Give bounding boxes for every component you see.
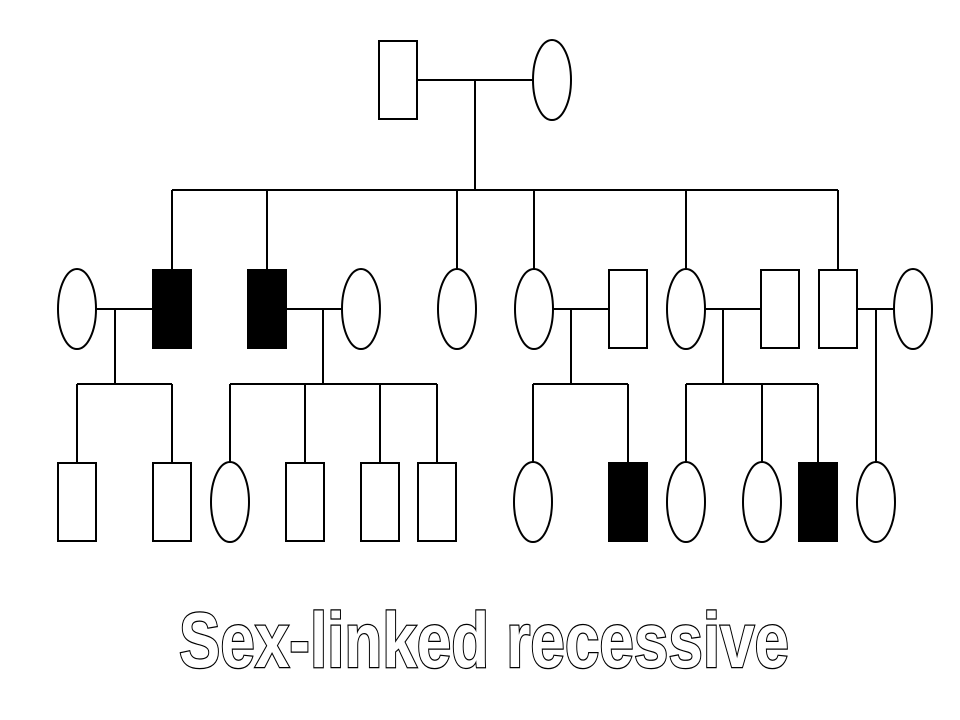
affected-male-symbol — [247, 269, 287, 349]
unaffected-female-symbol — [437, 268, 477, 350]
unaffected-female-symbol — [856, 461, 896, 543]
affected-male-symbol — [798, 462, 838, 542]
unaffected-female-symbol — [57, 268, 97, 350]
unaffected-male-symbol — [760, 269, 800, 349]
unaffected-male-symbol — [285, 462, 325, 542]
unaffected-female-symbol — [210, 461, 250, 543]
unaffected-male-symbol — [152, 462, 192, 542]
affected-male-symbol — [608, 462, 648, 542]
unaffected-female-symbol — [513, 461, 553, 543]
unaffected-female-symbol — [514, 268, 554, 350]
pedigree-symbols — [57, 39, 933, 543]
unaffected-female-symbol — [341, 268, 381, 350]
unaffected-female-symbol — [742, 461, 782, 543]
unaffected-male-symbol — [378, 40, 418, 120]
affected-male-symbol — [152, 269, 192, 349]
unaffected-male-symbol — [57, 462, 97, 542]
unaffected-female-symbol — [893, 268, 933, 350]
pedigree-lines — [76, 79, 894, 462]
unaffected-female-symbol — [532, 39, 572, 121]
unaffected-female-symbol — [666, 268, 706, 350]
unaffected-male-symbol — [417, 462, 457, 542]
unaffected-male-symbol — [360, 462, 400, 542]
unaffected-male-symbol — [818, 269, 858, 349]
diagram-title: Sex-linked recessive — [179, 596, 789, 684]
unaffected-female-symbol — [666, 461, 706, 543]
unaffected-male-symbol — [608, 269, 648, 349]
